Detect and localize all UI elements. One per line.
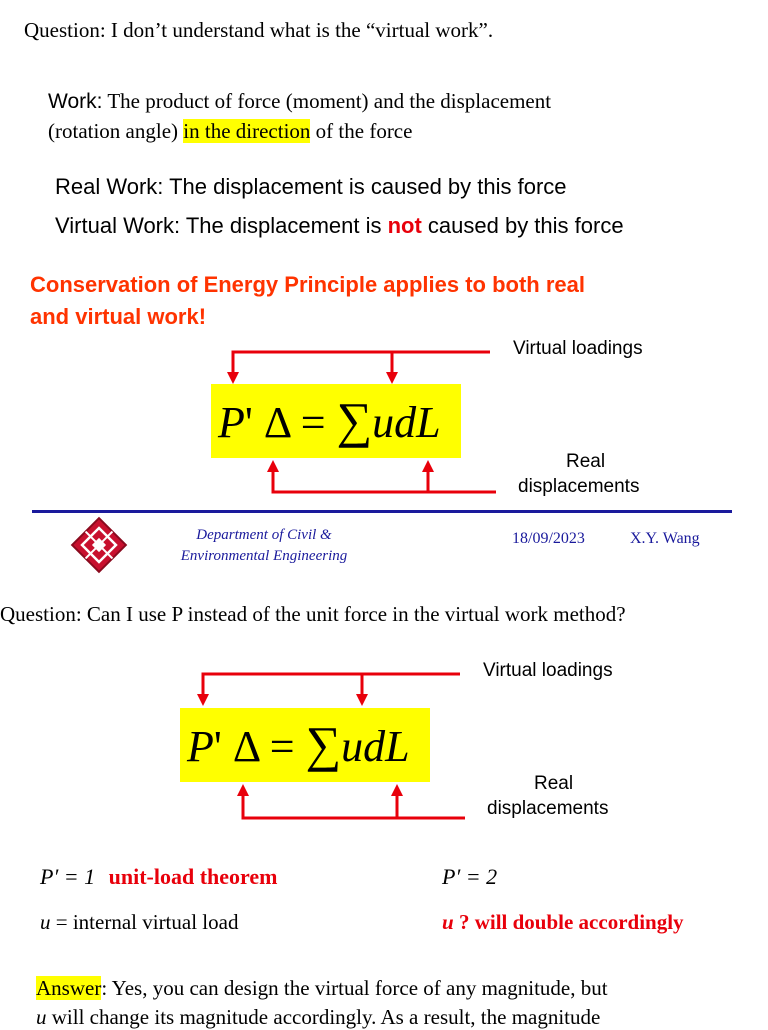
- work-def-text: The product of force (moment) and the di…: [102, 89, 552, 113]
- real-label-1: Real: [566, 451, 606, 472]
- virtual-arrow-line-left: [231, 350, 490, 379]
- eq2-p: P: [187, 722, 214, 771]
- virtual-arrow-line-left-2: [201, 672, 460, 701]
- work-def-highlight: in the direction: [183, 119, 311, 143]
- real-arrow-line-left: [271, 466, 496, 494]
- eq1-delta: Δ =: [252, 398, 337, 447]
- u-definition: u = internal virtual load: [40, 910, 238, 935]
- unit-load-row: P′ = 1 unit-load theorem: [40, 864, 277, 890]
- eq2-prime: ': [213, 722, 222, 771]
- virtual-work-not: not: [387, 213, 422, 238]
- arrow-head-up-1: [267, 460, 279, 472]
- real-arrow-line-left-2: [241, 790, 465, 820]
- pprime-2: P′ = 2: [442, 864, 498, 889]
- department-line-1: Department of Civil &: [196, 527, 332, 543]
- u2-var: u: [442, 910, 454, 934]
- arrow-head-down-1: [227, 372, 239, 384]
- eq2-delta: Δ =: [221, 722, 306, 771]
- eq1-rhs: udL: [372, 398, 441, 447]
- work-definition-line-2: (rotation angle) in the direction of the…: [48, 119, 412, 144]
- work-label: Work:: [48, 90, 103, 113]
- work-definition-line-1: Work: The product of force (moment) and …: [48, 89, 551, 114]
- arrow-head-up-4: [391, 784, 403, 796]
- arrow-head-down-2: [386, 372, 398, 384]
- equation-1: P' Δ = ∑udL: [218, 392, 441, 451]
- eq1-p: P: [218, 398, 245, 447]
- conservation-heading-2: and virtual work!: [30, 304, 207, 329]
- work-def-post: of the force: [310, 119, 413, 143]
- footer-divider: [32, 510, 732, 513]
- question-2: Question: Can I use P instead of the uni…: [0, 602, 626, 626]
- u-double: u ? will double accordingly: [442, 910, 684, 935]
- footer-date: 18/09/2023: [512, 530, 585, 547]
- pprime-1: P′ = 1: [40, 864, 96, 889]
- virtual-loadings-label-2: Virtual loadings: [483, 660, 613, 681]
- equation-2: P' Δ = ∑udL: [187, 716, 410, 775]
- question-1: Question: I don’t understand what is the…: [24, 18, 494, 42]
- equation-box-1: [211, 384, 461, 458]
- answer-u-var: u: [36, 1005, 47, 1029]
- eq1-prime: ': [244, 398, 253, 447]
- displacements-label-1: displacements: [518, 476, 640, 497]
- footer-author: X.Y. Wang: [630, 530, 700, 547]
- u2-text: ? will double accordingly: [453, 910, 684, 934]
- eq2-rhs: udL: [341, 722, 410, 771]
- arrow-head-up-2: [422, 460, 434, 472]
- arrow-head-down-3: [197, 694, 209, 706]
- displacements-label-2: displacements: [487, 798, 609, 819]
- virtual-work-definition: Virtual Work: The displacement is not ca…: [55, 213, 624, 239]
- real-label-2: Real: [534, 773, 574, 794]
- unit-load-theorem: unit-load theorem: [108, 864, 278, 889]
- department-line-2: Environmental Engineering: [180, 548, 348, 564]
- virtual-work-pre: Virtual Work: The displacement is: [55, 213, 388, 238]
- real-work-definition: Real Work: The displacement is caused by…: [55, 174, 567, 199]
- virtual-loadings-label-1: Virtual loadings: [513, 338, 643, 359]
- department-name: Department of Civil & Environmental Engi…: [160, 525, 368, 567]
- work-def-pre: (rotation angle): [48, 119, 184, 143]
- u-var: u: [40, 910, 51, 934]
- answer-text-2: will change its magnitude accordingly. A…: [46, 1005, 601, 1029]
- conservation-heading-1: Conservation of Energy Principle applies…: [30, 272, 585, 297]
- answer-line-2: u will change its magnitude accordingly.…: [36, 1005, 600, 1030]
- arrow-head-up-3: [237, 784, 249, 796]
- answer-label: Answer: [36, 976, 102, 1000]
- arrow-head-down-4: [356, 694, 368, 706]
- answer-line-1: Answer: Yes, you can design the virtual …: [36, 976, 608, 1001]
- u-def-text: = internal virtual load: [50, 910, 239, 934]
- eq1-sum: ∑: [336, 392, 373, 448]
- virtual-work-post: caused by this force: [421, 213, 624, 238]
- eq2-sum: ∑: [305, 716, 342, 772]
- equation-box-2: [180, 708, 430, 782]
- answer-text-1: : Yes, you can design the virtual force …: [101, 976, 608, 1000]
